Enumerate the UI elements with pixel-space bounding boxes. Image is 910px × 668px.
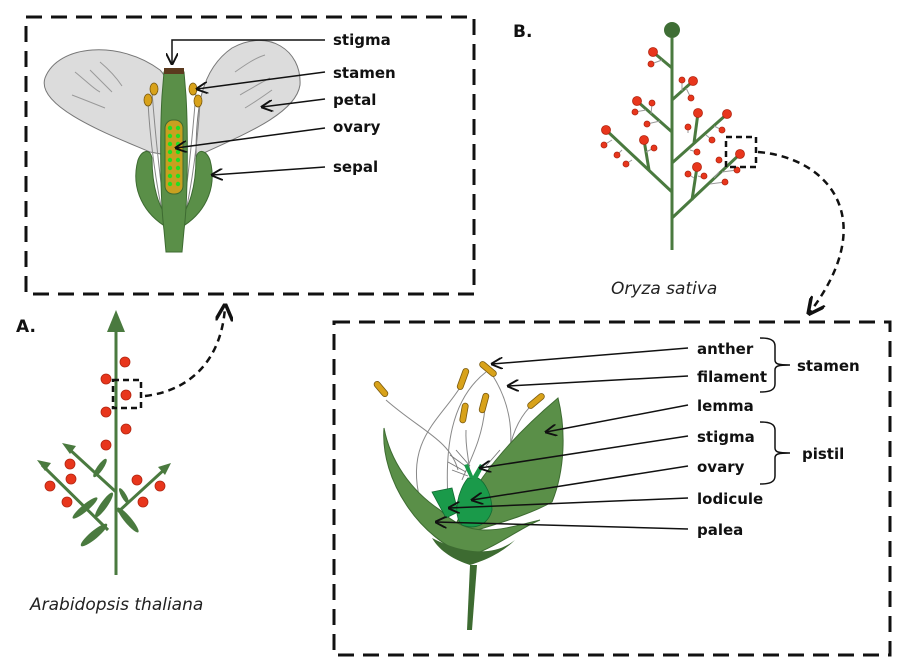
rice-plant-illustration: [600, 22, 745, 250]
label-stigma-a: stigma: [333, 31, 391, 49]
rice-zoom-arrow: [757, 150, 845, 312]
label-ovary-b: ovary: [697, 458, 745, 476]
label-anther: anther: [697, 340, 754, 358]
label-stamen-a: stamen: [333, 64, 396, 82]
label-sepal-a: sepal: [333, 158, 378, 176]
ovary-chamber: [164, 119, 184, 195]
stamen-bracket: [759, 337, 791, 393]
rice-zoom-box: [724, 135, 758, 169]
arabidopsis-zoom-arrow: [144, 307, 225, 398]
label-lemma: lemma: [697, 397, 754, 415]
label-ovary-a: ovary: [333, 118, 381, 136]
label-petal-a: petal: [333, 91, 376, 109]
species-name-a: Arabidopsis thaliana: [29, 595, 203, 615]
left-petal: [43, 49, 174, 157]
label-palea: palea: [697, 521, 743, 539]
species-name-b: Oryza sativa: [611, 279, 717, 299]
arabidopsis-flower-illustration: [43, 39, 301, 253]
rice-stem: [467, 565, 477, 630]
right-sepal: [175, 151, 213, 229]
group-label-pistil: pistil: [802, 445, 844, 463]
rice-stigma-branches: [464, 464, 484, 479]
pistil-bracket: [759, 421, 791, 485]
arabidopsis-plant-illustration: [37, 310, 171, 575]
panel-label-a: A.: [16, 317, 36, 337]
rice-palea: [383, 427, 541, 557]
arabidopsis-zoom-box: [111, 378, 143, 410]
left-sepal: [135, 151, 173, 229]
arabidopsis-leader-lines: [172, 39, 326, 175]
label-filament: filament: [697, 368, 767, 386]
rice-anthers: [373, 361, 545, 424]
label-lodicule: lodicule: [697, 490, 763, 508]
group-label-stamen: stamen: [797, 357, 860, 375]
panel-label-b: B.: [513, 22, 532, 42]
anthers: [143, 82, 203, 108]
rice-flower-inset-border: [332, 320, 892, 657]
label-stigma-b: stigma: [697, 428, 755, 446]
rice-flower-base: [432, 538, 515, 565]
stigma-tip: [164, 68, 184, 74]
rice-flower-illustration: [373, 361, 564, 630]
arabidopsis-flower-inset-border: [24, 15, 476, 296]
rice-leader-lines: [436, 347, 689, 530]
